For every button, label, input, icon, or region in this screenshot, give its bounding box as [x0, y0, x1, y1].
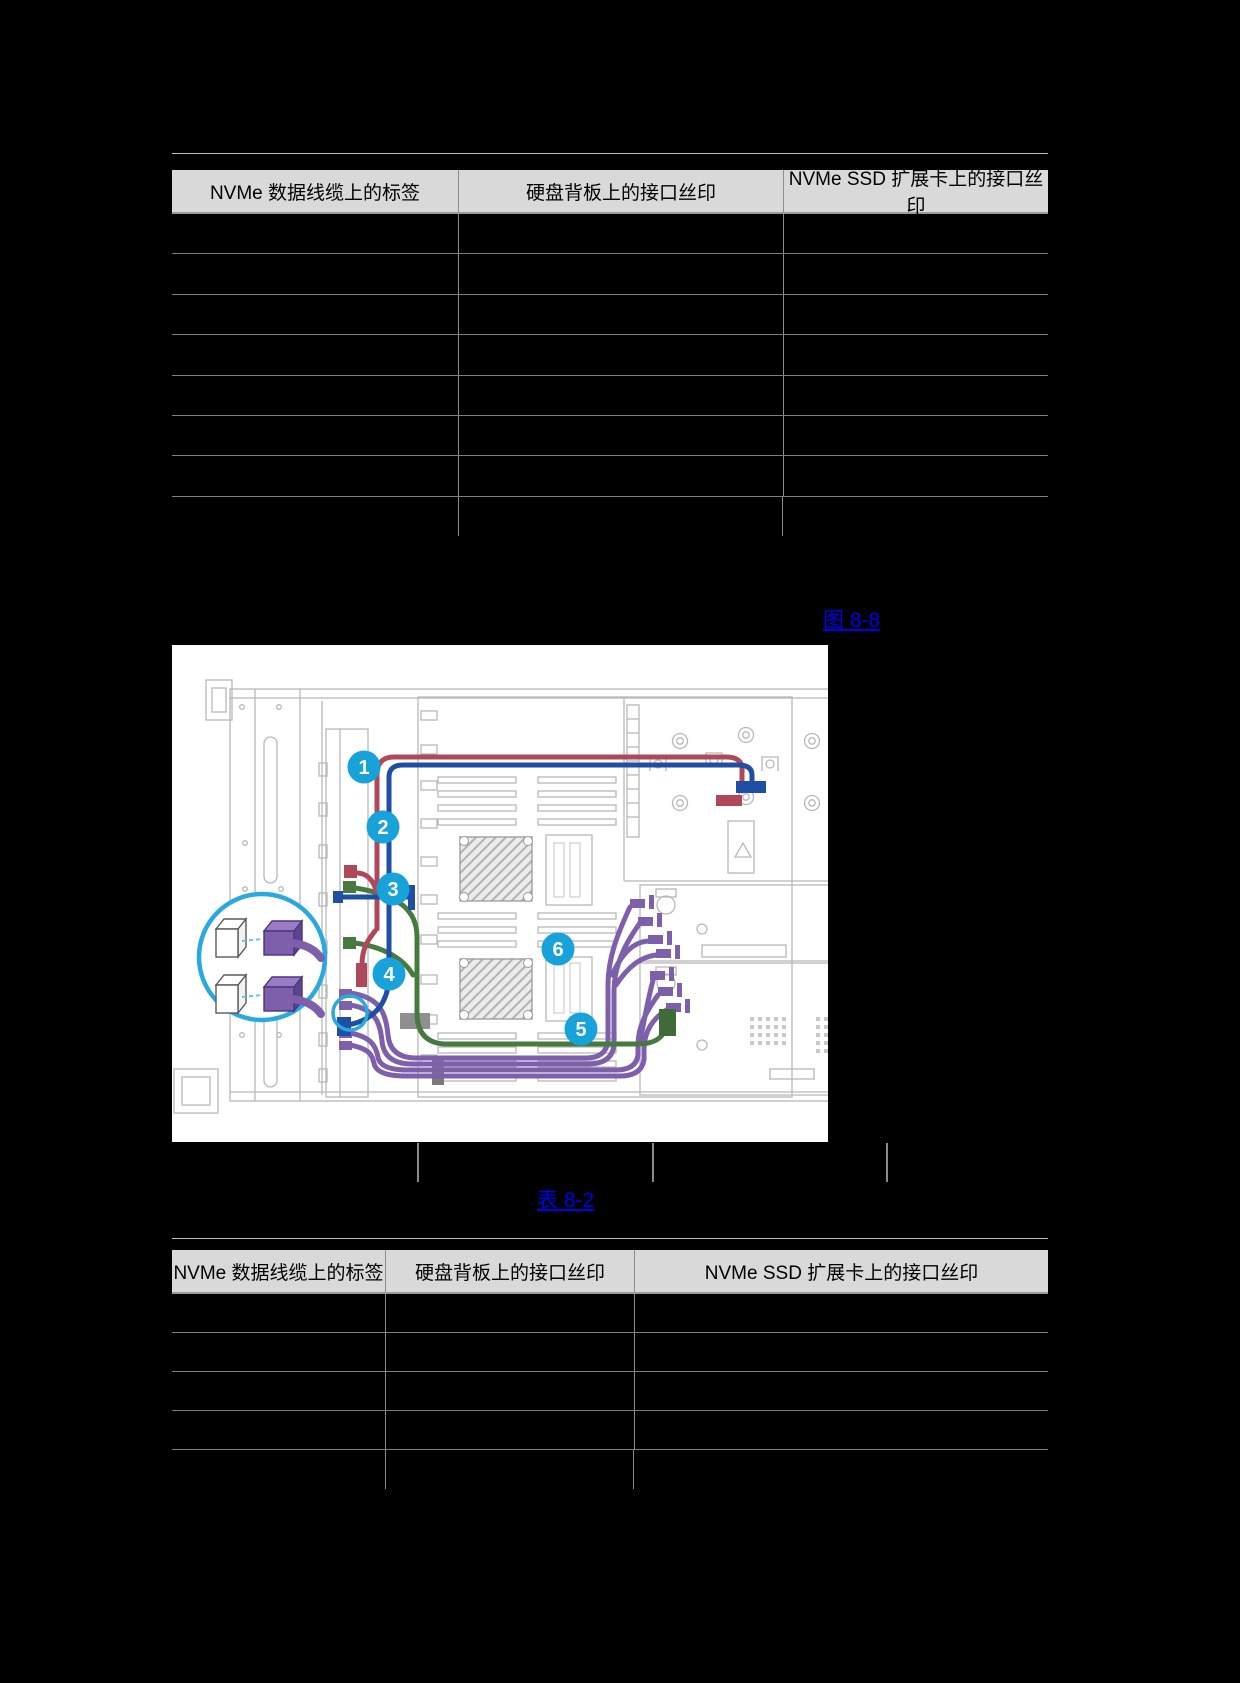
blue-end-connector — [736, 781, 766, 793]
table-8-2-link[interactable]: 表 8-2 — [537, 1189, 595, 1212]
cpu-heatsinks — [459, 834, 593, 1022]
connector-highlight-circle — [331, 994, 369, 1032]
legend-table-divider — [886, 1143, 888, 1182]
table-row — [172, 1372, 1048, 1411]
table-row — [172, 1294, 1048, 1333]
table-cell — [458, 335, 783, 375]
callout-3 — [376, 872, 410, 906]
green-backplane-connector — [343, 881, 356, 893]
green-end-connector — [659, 1009, 676, 1036]
table-cell — [172, 416, 458, 455]
table-cell — [385, 1372, 634, 1410]
table-row — [172, 1333, 1048, 1372]
table1-tail-divider — [782, 496, 783, 536]
red-connector — [356, 963, 367, 987]
vent-dots — [750, 1017, 828, 1053]
green-backplane-connector — [343, 937, 356, 949]
magnifier-detail — [196, 891, 328, 1023]
red-backplane-connector — [344, 865, 357, 878]
figure-callouts: 1 2 3 4 5 6 — [347, 750, 598, 1046]
table1-col-header-cable-label: NVMe 数据线缆上的标签 — [209, 182, 421, 204]
table-cell — [172, 1372, 385, 1410]
table-cell — [783, 214, 1048, 254]
table1-header-row: NVMe 数据线缆上的标签 硬盘背板上的接口丝印 NVMe SSD 扩展卡上的接… — [172, 169, 1048, 217]
nvme-cable-table-2: NVMe 数据线缆上的标签 硬盘背板上的接口丝印 NVMe SSD 扩展卡上的接… — [172, 1250, 1048, 1489]
legend-table-divider — [652, 1143, 654, 1182]
table2-col-header-backplane-port: 硬盘背板上的接口丝印 — [385, 1250, 634, 1292]
table2-tail-divider — [385, 1450, 386, 1489]
callout-6 — [541, 932, 575, 966]
table-cell — [172, 376, 458, 415]
table-cell — [458, 375, 783, 415]
table-cell — [783, 415, 1048, 456]
nvme-cable-table-1: NVMe 数据线缆上的标签 硬盘背板上的接口丝印 NVMe SSD 扩展卡上的接… — [172, 169, 1048, 536]
table2-col-header-cable-label: NVMe 数据线缆上的标签 — [173, 1262, 384, 1284]
table-cell — [458, 294, 783, 335]
blue-bar-connector — [408, 885, 415, 910]
table1-col-header-expander-port: NVMe SSD 扩展卡上的接口丝印 — [783, 169, 1048, 217]
legend-table-divider — [417, 1143, 419, 1182]
table-row — [172, 254, 1048, 295]
callout-5-number: 5 — [575, 1019, 586, 1041]
table-cell — [634, 1372, 1048, 1410]
table-cell — [172, 335, 458, 374]
table-cell — [783, 456, 1048, 496]
callout-4-number: 4 — [383, 964, 395, 986]
table-cell — [385, 1411, 634, 1449]
callout-1 — [347, 750, 381, 784]
table-cell — [172, 254, 458, 293]
table-cell — [172, 1411, 385, 1449]
table-cell — [783, 254, 1048, 294]
table-cell — [385, 1333, 634, 1371]
table-cell — [783, 375, 1048, 415]
table-cell — [634, 1333, 1048, 1371]
table-cell — [172, 295, 458, 334]
table-row — [172, 214, 1048, 255]
table2-top-border — [172, 1238, 1048, 1239]
server-cabling-figure: 1 2 3 4 5 6 — [172, 645, 837, 1142]
table-cell — [458, 214, 783, 254]
callout-5 — [564, 1012, 598, 1046]
table1-tail-divider — [458, 496, 459, 536]
figure-8-8-link[interactable]: 图 8-8 — [823, 609, 881, 632]
callout-3-number: 3 — [387, 879, 398, 901]
table2-tail-divider — [633, 1450, 634, 1489]
callout-2 — [366, 810, 400, 844]
callout-4 — [372, 957, 406, 991]
table-row — [172, 415, 1048, 457]
server-cabling-diagram: 1 2 3 4 5 6 — [173, 679, 837, 1114]
table-row — [172, 335, 1048, 376]
table-row — [172, 456, 1048, 497]
table1-top-border — [172, 153, 1048, 154]
callout-6-number: 6 — [552, 939, 563, 961]
table-cell — [172, 214, 458, 253]
table-row — [172, 1411, 1048, 1450]
cable-clamp — [400, 1013, 430, 1029]
table2-tail-borders — [172, 1450, 1048, 1489]
blue-backplane-connector — [333, 891, 343, 903]
table-cell — [458, 456, 783, 496]
table-cell — [783, 335, 1048, 375]
table-cell — [634, 1294, 1048, 1332]
table-row — [172, 294, 1048, 336]
table-cell — [458, 254, 783, 294]
table-cell — [458, 415, 783, 456]
table-cell — [172, 1333, 385, 1371]
table-cell — [172, 456, 458, 495]
red-end-connector — [716, 795, 742, 806]
callout-1-number: 1 — [358, 757, 369, 779]
table-cell — [172, 1294, 385, 1332]
table-cell — [783, 294, 1048, 335]
table2-header-row: NVMe 数据线缆上的标签 硬盘背板上的接口丝印 NVMe SSD 扩展卡上的接… — [172, 1250, 1048, 1294]
table2-col-header-expander-port: NVMe SSD 扩展卡上的接口丝印 — [634, 1250, 1048, 1292]
table1-tail-borders — [172, 496, 1048, 536]
table-row — [172, 375, 1048, 416]
purple-nvme-cables — [347, 904, 671, 1079]
callout-2-number: 2 — [377, 817, 388, 839]
table-cell — [634, 1411, 1048, 1449]
table-cell — [385, 1294, 634, 1332]
table1-col-header-backplane-port: 硬盘背板上的接口丝印 — [458, 170, 783, 212]
